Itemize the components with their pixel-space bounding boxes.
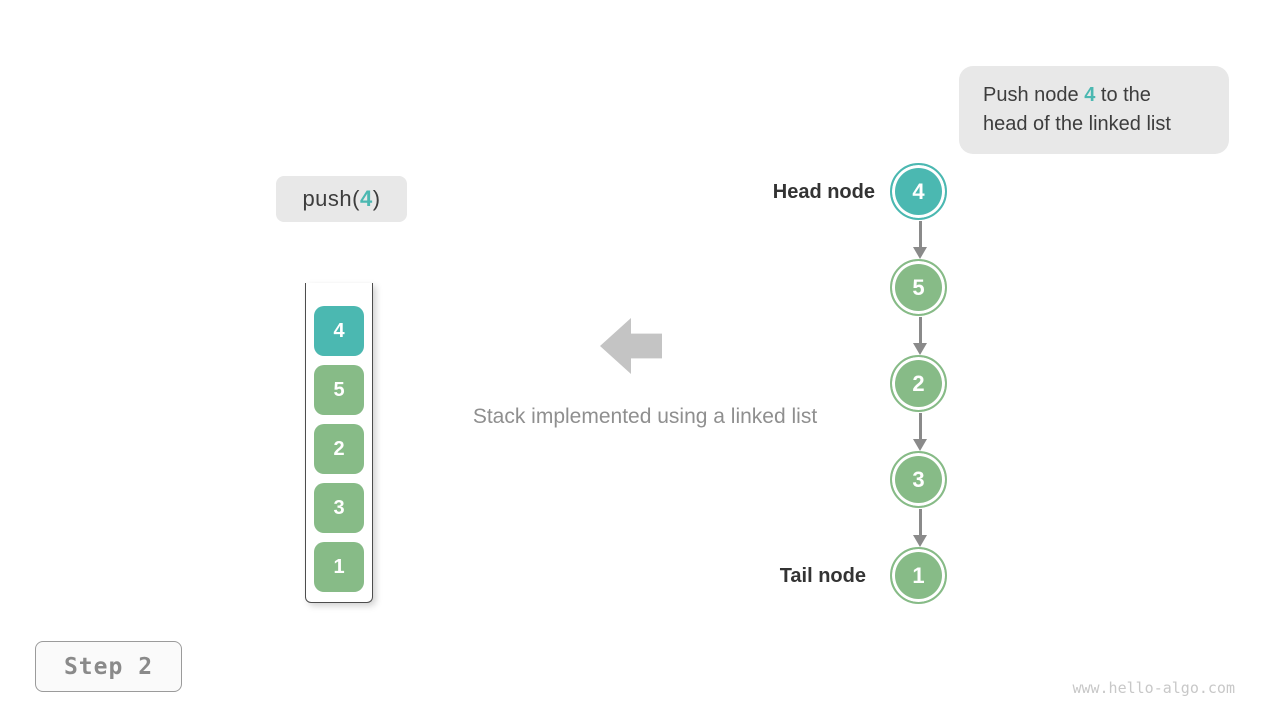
linked-list-node: 2 [890, 355, 947, 412]
stack-item: 2 [314, 424, 364, 474]
stack-container: 4 5 2 3 1 [305, 283, 373, 603]
callout-text: Push node [983, 84, 1085, 106]
callout-text: to the [1095, 84, 1151, 106]
linked-list-node: 5 [890, 259, 947, 316]
tail-node-label: Tail node [779, 565, 866, 587]
operation-suffix: ) [372, 186, 381, 211]
operation-prefix: push( [302, 186, 360, 211]
stack-item: 5 [314, 365, 364, 415]
stack-item: 1 [314, 542, 364, 592]
down-arrow-icon [908, 221, 932, 259]
stack-item: 3 [314, 483, 364, 533]
down-arrow-icon [908, 509, 932, 547]
linked-list-node: 4 [890, 163, 947, 220]
step-badge: Step 2 [35, 641, 182, 692]
callout-highlight-value: 4 [1084, 84, 1096, 106]
head-node-label: Head node [772, 181, 875, 203]
diagram-caption: Stack implemented using a linked list [472, 405, 818, 428]
callout-text: head of the linked list [983, 113, 1171, 135]
down-arrow-icon [908, 317, 932, 355]
operation-arg: 4 [359, 186, 373, 211]
down-arrow-icon [908, 413, 932, 451]
stack-item: 4 [314, 306, 364, 356]
callout-bubble: Push node 4 to the head of the linked li… [959, 66, 1229, 154]
linked-list-node: 3 [890, 451, 947, 508]
linked-list-node: 1 [890, 547, 947, 604]
left-block-arrow-icon [600, 318, 662, 374]
operation-label: push(4) [276, 176, 407, 222]
watermark: www.hello-algo.com [1072, 679, 1235, 697]
